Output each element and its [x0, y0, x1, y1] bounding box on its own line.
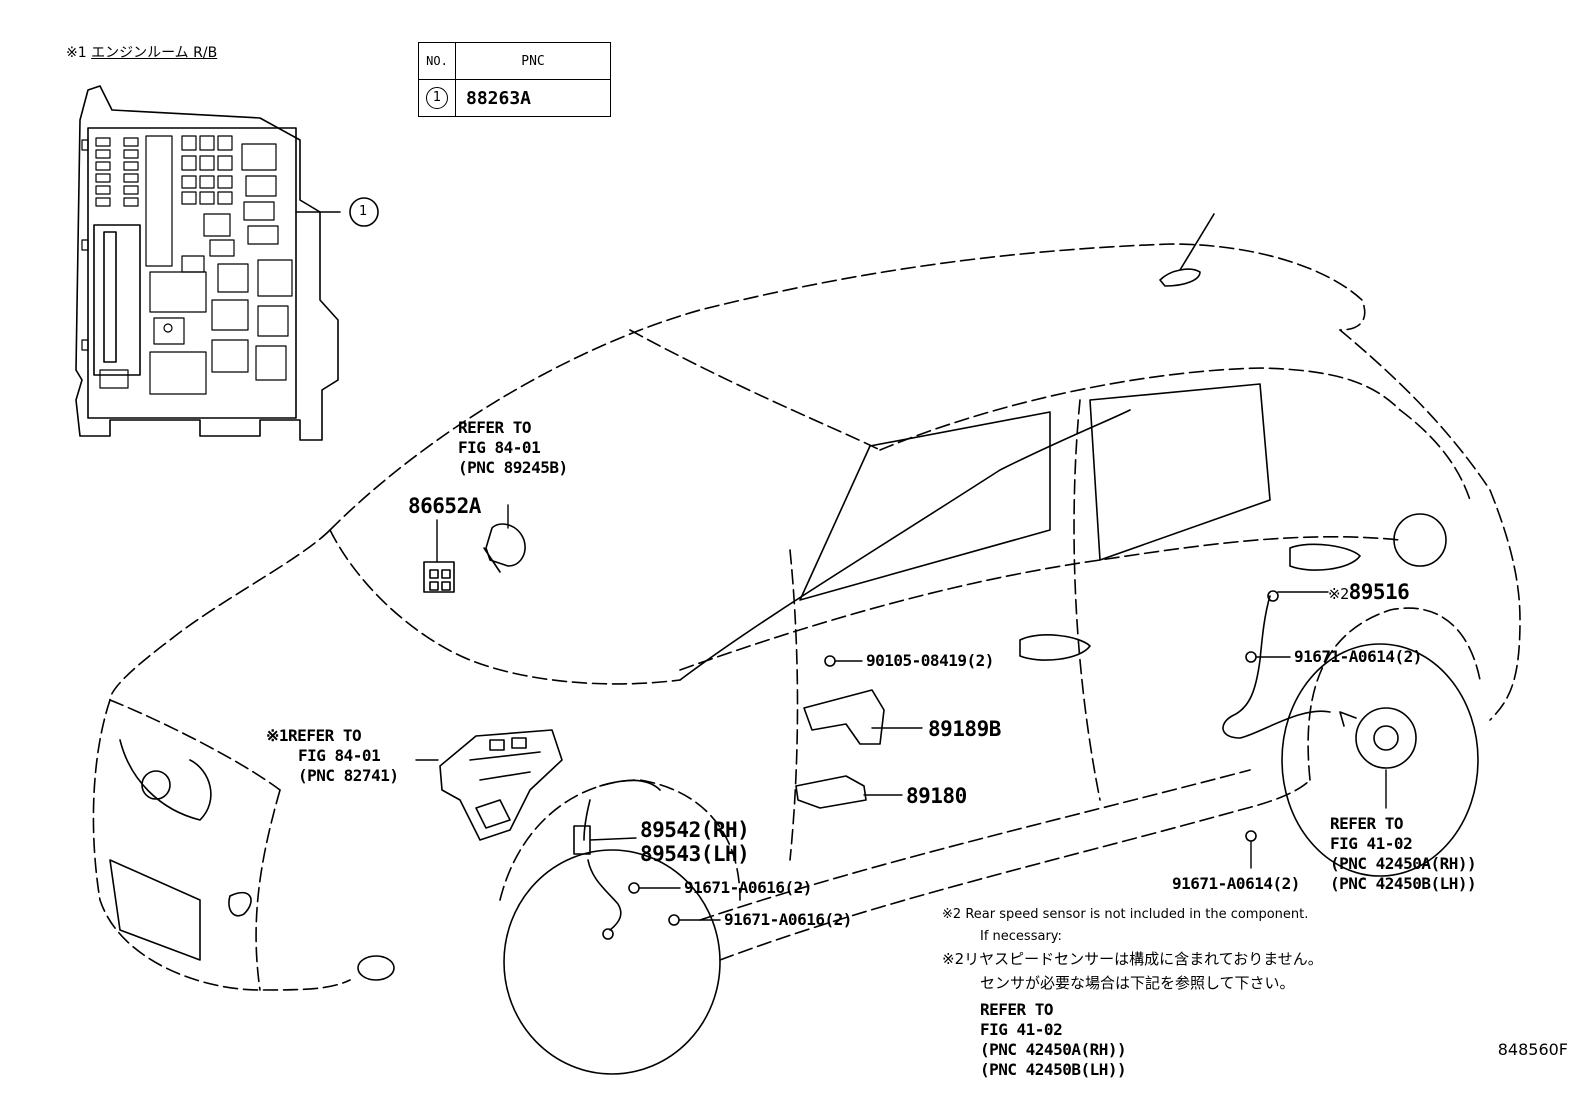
note-en-2: If necessary:	[980, 929, 1062, 944]
note-jp-2: センサが必要な場合は下記を参照して下さい。	[980, 974, 1295, 992]
rear-sensor-pnc: 89516	[1348, 580, 1410, 604]
note-mark-2: ※2	[942, 950, 965, 968]
part-89180-label: 89180	[906, 784, 967, 808]
bracket-89189B-drawing	[803, 689, 885, 745]
note-refer-line1: REFER TO	[980, 1000, 1054, 1019]
rear-sensor-harness-drawing	[1222, 590, 1331, 739]
refer-horn-line3: (PNC 89245B)	[458, 458, 568, 477]
header-mark: ※1	[66, 45, 87, 61]
refer-relay-line1: ※1REFER TO	[266, 726, 362, 746]
part-86652A-drawing	[423, 561, 455, 593]
bolts	[628, 651, 1257, 926]
bolt-rear-lower-label: 91671-A0614(2)	[1172, 874, 1300, 893]
part-89543-label: 89543(LH)	[640, 842, 750, 866]
bolt-front-1-label: 91671-A0616(2)	[684, 878, 812, 897]
car-body-outline	[92, 243, 1521, 991]
pnc-table: NO. PNC 1 88263A	[418, 42, 611, 117]
leader-lines	[415, 504, 1387, 921]
rear-hub-drawing	[1339, 707, 1417, 769]
part-89189B-label: 89189B	[928, 717, 1001, 741]
bolt-front-2-label: 91671-A0616(2)	[724, 910, 852, 929]
note-refer-line2: FIG 41-02	[980, 1020, 1063, 1039]
refer-horn-line2: FIG 84-01	[458, 438, 541, 457]
refer-relay-mark: ※1	[266, 726, 289, 745]
header-note: ※1 エンジンルーム R/B	[66, 42, 217, 62]
refer-hub-line1: REFER TO	[1330, 814, 1404, 833]
pnc-row-no-circle: 1	[426, 87, 448, 109]
refer-hub-line3: (PNC 42450A(RH))	[1330, 854, 1477, 873]
refer-relay-text1: REFER TO	[288, 726, 362, 745]
callout-1-circle	[349, 197, 379, 227]
refer-relay-line3: (PNC 82741)	[298, 766, 399, 785]
callout-1-label: 1	[359, 204, 368, 219]
figure-id: 848560F	[1497, 1040, 1568, 1059]
steering-sensor-drawing	[483, 523, 526, 573]
refer-hub-line2: FIG 41-02	[1330, 834, 1413, 853]
note-jp-1: リヤスピードセンサーは構成に含まれておりません。	[964, 950, 1323, 968]
pnc-row-no: 1	[418, 79, 456, 117]
note-refer-line4: (PNC 42450B(LH))	[980, 1060, 1127, 1079]
note-en-1: Rear speed sensor is not included in the…	[965, 907, 1309, 922]
relay-block-drawing	[439, 729, 563, 841]
refer-relay-line2: FIG 84-01	[298, 746, 381, 765]
note-en-line1: ※2 Rear speed sensor is not included in …	[942, 906, 1308, 924]
table-row: 1 88263A	[418, 79, 611, 117]
bolt-rear-upper-label: 91671-A0614(2)	[1294, 647, 1422, 666]
part-89180-drawing	[795, 775, 867, 809]
pnc-row-value: 88263A	[455, 79, 611, 117]
note-jp-line1: ※2リヤスピードセンサーは構成に含まれておりません。	[942, 950, 1323, 968]
rear-sensor-mark: ※2	[1328, 585, 1349, 603]
refer-hub-line4: (PNC 42450B(LH))	[1330, 874, 1477, 893]
pnc-col-no: NO.	[418, 42, 456, 80]
rear-sensor-label: ※289516	[1328, 580, 1410, 606]
refer-horn-line1: REFER TO	[458, 418, 532, 437]
part-86652A-label: 86652A	[408, 494, 481, 518]
bolt-90105-label: 90105-08419(2)	[866, 651, 994, 670]
note-refer-line3: (PNC 42450A(RH))	[980, 1040, 1127, 1059]
car-body-details	[109, 213, 1479, 1075]
header-title: エンジンルーム R/B	[91, 45, 218, 61]
note-mark-1: ※2	[942, 907, 962, 922]
engine-room-rb-drawing	[75, 85, 341, 441]
part-89542-label: 89542(RH)	[640, 818, 750, 842]
